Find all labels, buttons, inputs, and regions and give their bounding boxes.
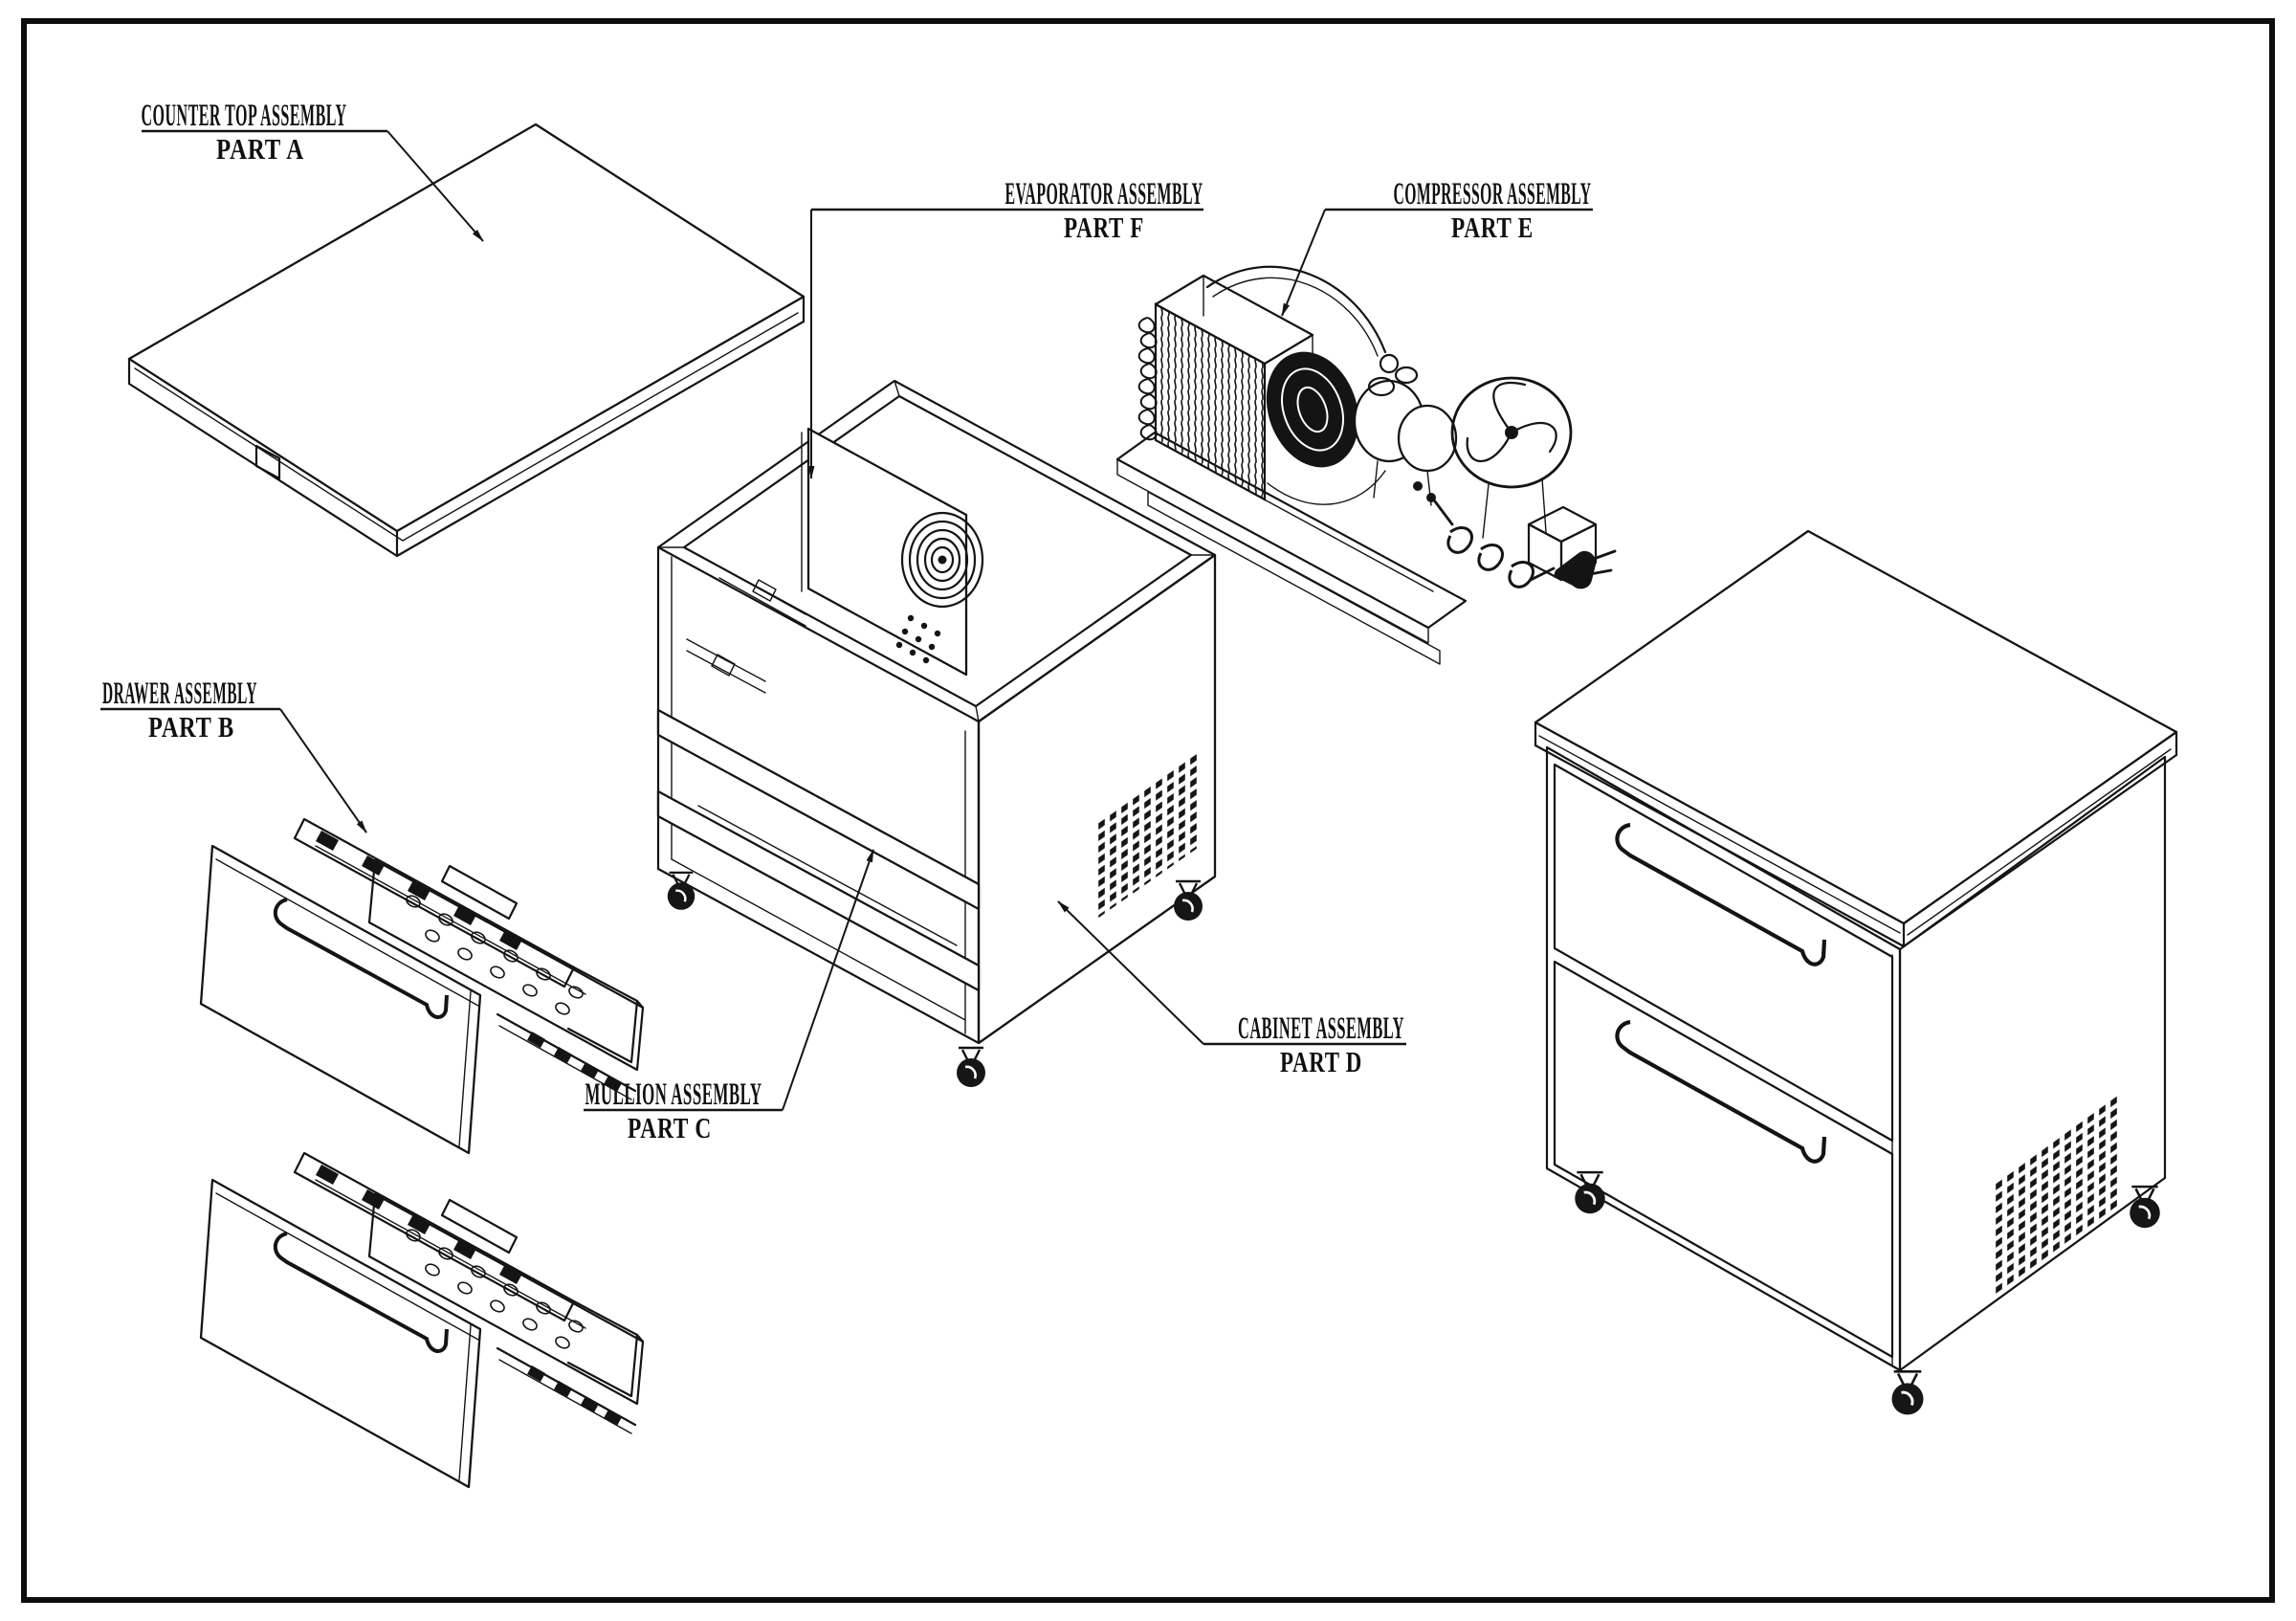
counter-top-leader-line: [386, 130, 484, 242]
assembled-vent-grille: [1995, 1093, 2119, 1295]
cabinet-vent-grille: [1097, 751, 1199, 919]
callout-evaporator: EVAPORATOR ASSEMBLY PART F: [807, 177, 1203, 479]
callout-compressor-title: COMPRESSOR ASSEMBLY: [1394, 177, 1592, 211]
assembled-right-panel: [1898, 755, 2167, 1372]
callout-evaporator-part: PART F: [1064, 211, 1144, 244]
callout-evaporator-title: EVAPORATOR ASSEMBLY: [1005, 177, 1203, 211]
callout-mullion: MULLION ASSEMBLY PART C: [584, 849, 874, 1144]
cabinet-caster-front: [955, 1046, 987, 1089]
callout-compressor: COMPRESSOR ASSEMBLY PART E: [1281, 177, 1593, 317]
assembled-drawer-1: [1553, 763, 1894, 1143]
callout-cabinet-part: PART D: [1280, 1045, 1362, 1078]
sheet-border: [21, 18, 2275, 1603]
cabinet-leader-line: [1057, 900, 1204, 1045]
cabinet-caster-left: [666, 871, 696, 912]
evaporator-fan-coil: [900, 511, 984, 609]
mullion-leader-line: [782, 849, 874, 1111]
evaporator-panel: [806, 427, 968, 677]
drawer-leader-line: [279, 708, 367, 833]
assembled-caster-front: [1890, 1369, 1925, 1416]
callout-counter-top: COUNTER TOP ASSEMBLY PART A: [142, 99, 484, 242]
power-plug: [1554, 549, 1617, 589]
compressor-leader-line: [1281, 209, 1326, 317]
counter-top-assembly: [127, 122, 806, 558]
callout-cabinet: CABINET ASSEMBLY PART D: [1057, 900, 1406, 1078]
condenser-fan: [1266, 351, 1359, 468]
drawer-assembly-1: [201, 819, 643, 1153]
callout-drawer-part: PART B: [148, 710, 234, 744]
callout-cabinet-title: CABINET ASSEMBLY: [1238, 1011, 1404, 1046]
callout-compressor-part: PART E: [1451, 211, 1534, 244]
compressor-fan-blade: [1450, 376, 1573, 539]
compressor-pot: [1353, 366, 1458, 506]
callout-counter-top-part: PART A: [216, 132, 304, 166]
power-cord: [1413, 481, 1556, 588]
callout-mullion-title: MULLION ASSEMBLY: [585, 1077, 762, 1112]
cabinet-screw-holes: [895, 614, 941, 664]
drawer-assembly-2: [201, 1153, 643, 1487]
cabinet-assembly: [656, 379, 1217, 1089]
mullion-rail-lower: [656, 789, 981, 992]
counter-top-surface: [127, 122, 806, 533]
assembled-drawer-2: [1553, 960, 1894, 1359]
assembled-unit: [1534, 529, 2178, 1416]
callout-counter-top-title: COUNTER TOP ASSEMBLY: [142, 99, 347, 133]
counter-top-tab: [254, 444, 281, 480]
callout-mullion-part: PART C: [628, 1111, 712, 1144]
mullion-rail-upper: [656, 708, 981, 911]
callout-drawer: DRAWER ASSEMBLY PART B: [100, 677, 367, 833]
callout-drawer-title: DRAWER ASSEMBLY: [102, 677, 257, 711]
assembled-counter-top: [1534, 529, 2178, 925]
compressor-assembly: [1115, 265, 1617, 665]
